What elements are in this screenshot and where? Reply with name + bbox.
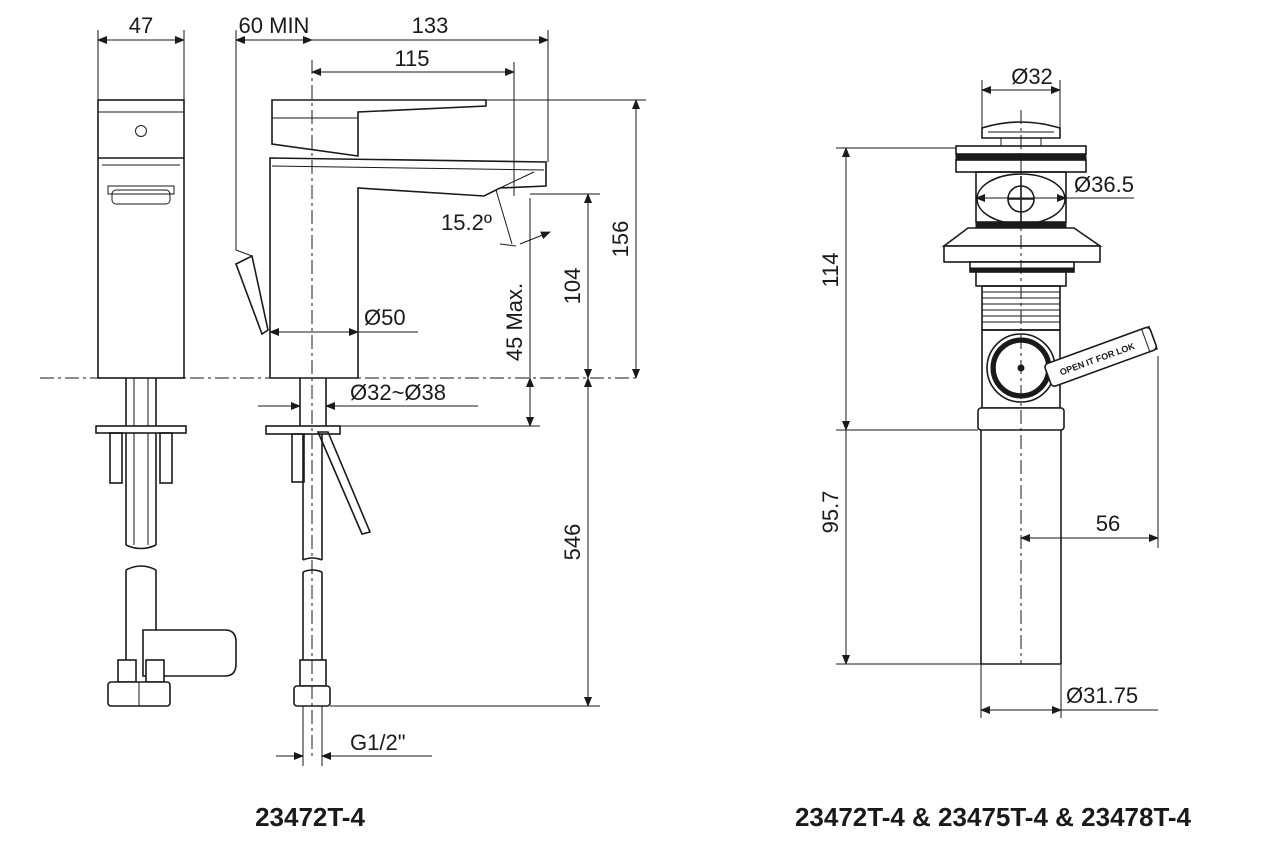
dim-156: 156 [608,221,633,258]
dim-56: 56 [1096,511,1120,536]
drain-assembly: OPEN IT FOR LOK [941,110,1158,665]
dim-dia-36-5: Ø36.5 [1074,172,1134,197]
dim-dia-32: Ø32 [1011,64,1053,89]
drain-dimensions [836,80,1159,718]
faucet-dimension-labels: 47 60 MIN 133 115 15.2º 156 104 45 Max. … [129,13,633,755]
dim-45-max: 45 Max. [502,283,527,361]
dim-60-min: 60 MIN [239,13,310,38]
drain-caption: 23472T-4 & 23475T-4 & 23478T-4 [795,802,1192,832]
dim-104: 104 [560,268,585,305]
dim-95-7: 95.7 [818,491,843,534]
dim-115: 115 [394,46,429,71]
dim-hole: Ø32~Ø38 [350,380,446,405]
dim-dia-31-75: Ø31.75 [1066,683,1138,708]
dim-546: 546 [560,524,585,561]
dim-dia-50: Ø50 [364,305,406,330]
faucet-side-view [95,99,237,707]
dim-thread: G1/2" [350,730,406,755]
faucet-caption: 23472T-4 [255,802,365,832]
dim-133: 133 [412,13,449,38]
drain-dimension-labels: Ø32 Ø36.5 114 95.7 56 Ø31.75 [818,64,1138,708]
dim-angle: 15.2º [441,210,492,235]
dim-47: 47 [129,13,153,38]
faucet-dimensions [97,30,646,766]
faucet-front-view [235,60,547,760]
dim-114: 114 [818,252,843,287]
